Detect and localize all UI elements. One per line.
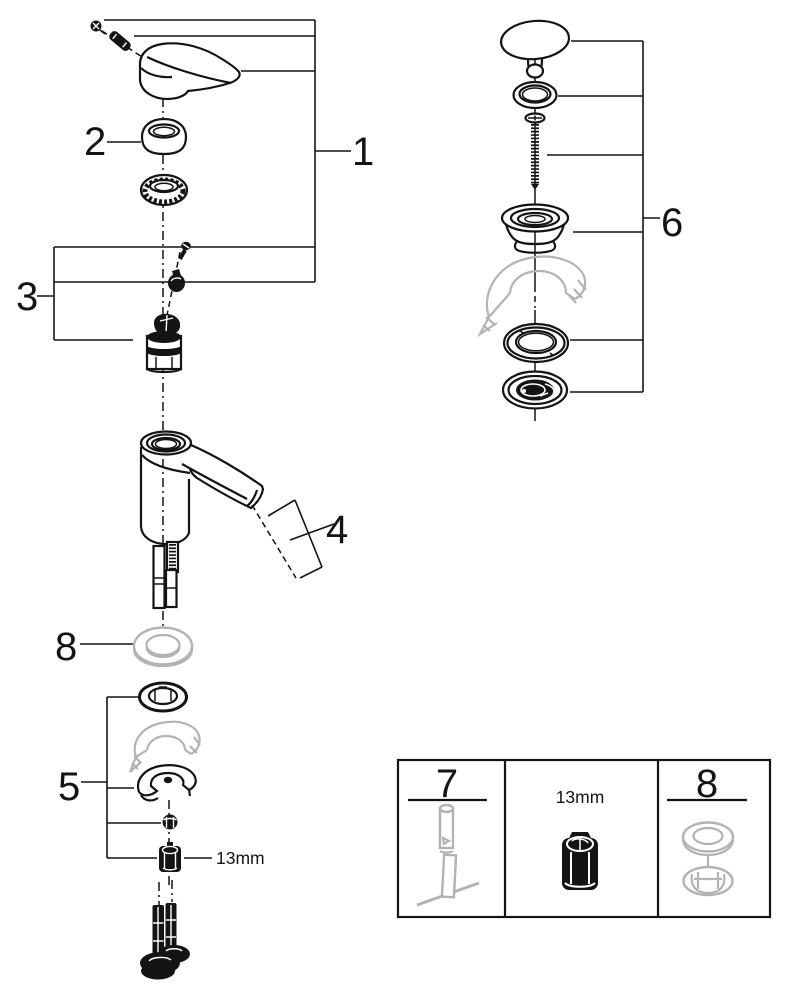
handle-cap-ring [140, 117, 188, 156]
popup-waste-plug [499, 19, 571, 79]
mounting-stud-and-hose-ends [152, 540, 180, 610]
callout-6-bracket [547, 40, 660, 393]
waste-screw [524, 112, 546, 190]
hex-nut-13mm [159, 842, 181, 872]
callout-8-label: 8 [55, 625, 77, 669]
basin-cutaway-ghost-left [128, 720, 201, 773]
callout-4-bracket [267, 499, 335, 579]
callout-1-label: 1 [352, 130, 374, 174]
small-dome-nut [162, 814, 178, 830]
base-ring-set-ghost [681, 821, 735, 897]
threaded-ring [139, 173, 189, 207]
callout-labels: 1 2 3 4 5 6 8 13mm [16, 120, 683, 868]
cartridge [145, 313, 183, 374]
callout-5-label: 5 [58, 765, 80, 809]
horseshoe-washer [136, 764, 197, 802]
basin-cutaway-ghost-right [477, 255, 587, 338]
callout-1-bracket [104, 19, 351, 282]
waste-locknut-strainer [501, 370, 569, 410]
waste-seal-ring [502, 322, 570, 364]
cartridge-dome-nut [168, 269, 185, 292]
callout-4-label: 4 [326, 508, 348, 552]
legend-tool-label: 7 [436, 762, 458, 806]
callout-3-label: 3 [16, 275, 38, 319]
callout-6-label: 6 [661, 201, 683, 245]
socket-tool-ghost [416, 803, 480, 907]
handle-pin [109, 31, 131, 51]
callout-5-bracket [81, 696, 161, 859]
drain-flange [500, 203, 570, 254]
handle-screw [90, 20, 106, 35]
foam-gasket-ring [138, 681, 188, 713]
legend-ring-label: 8 [696, 762, 718, 806]
legend-cell-tool: 7 [408, 762, 487, 907]
supply-hoses [140, 903, 190, 980]
plug-seal-ring [512, 80, 558, 110]
legend-cell-nut: 13mm [556, 787, 605, 890]
legend-cell-ring: 8 [667, 762, 747, 897]
handle-lever [138, 42, 241, 101]
legend-nut-label: 13mm [556, 787, 605, 807]
cartridge-screw [178, 241, 191, 260]
legend-box: 7 13mm 8 [396, 758, 772, 919]
faucet-body [139, 430, 265, 546]
wrench-size-label: 13mm [216, 848, 265, 868]
hex-nut-drawing [562, 832, 598, 890]
callout-2-label: 2 [84, 120, 106, 164]
base-ring-ghost [132, 626, 194, 668]
